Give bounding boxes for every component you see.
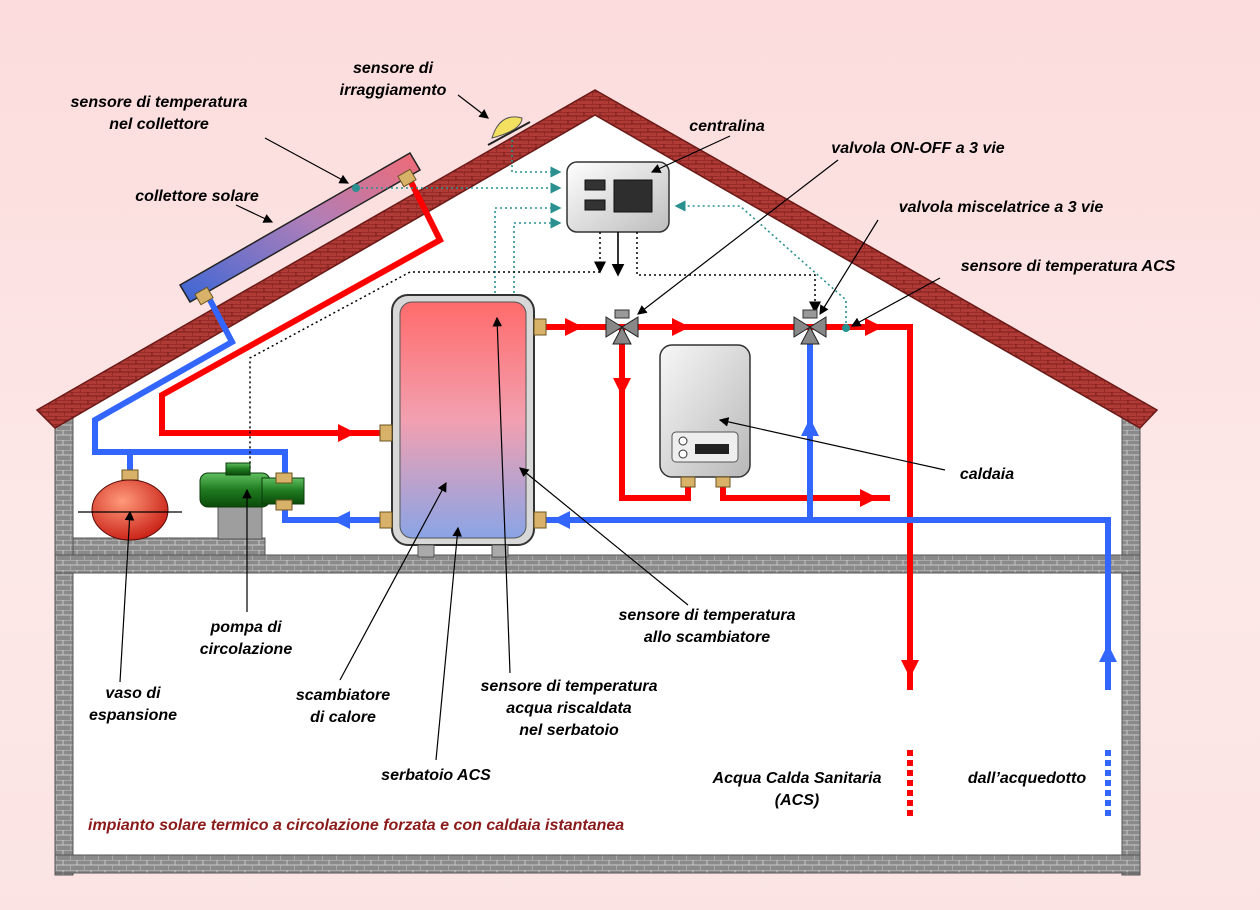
equipment-platform <box>72 537 266 556</box>
onoff-valve <box>605 309 639 345</box>
label-from-mains: dall’acquedotto <box>967 770 1087 787</box>
label-boiler: caldaia <box>959 466 1015 483</box>
label-irradiance-sensor: sensore di irraggiamento <box>339 60 447 99</box>
label-onoff-valve: valvola ON-OFF a 3 vie <box>831 140 1005 157</box>
label-hot-water-out: Acqua Calda Sanitaria (ACS) <box>712 770 882 809</box>
circulation-pump <box>199 462 305 540</box>
label-expansion-vessel: vaso di espansione <box>88 685 178 724</box>
floor-slab <box>54 554 1141 574</box>
house-interior <box>55 105 1140 865</box>
label-pump: pompa di circolazione <box>199 619 293 658</box>
mixing-valve <box>793 309 827 345</box>
roof <box>35 89 1159 429</box>
label-controller: centralina <box>689 118 765 135</box>
leader-lines <box>119 94 946 761</box>
label-heat-exchanger: scambiatore di calore <box>295 687 391 726</box>
control-lines <box>249 232 821 470</box>
ground-slab <box>54 854 1141 874</box>
label-exchanger-sensor: sensore di temperatura allo scambiatore <box>618 607 796 646</box>
dhw-tank <box>379 294 547 558</box>
right-wall <box>1121 414 1141 876</box>
label-collector-sensor: sensore di temperatura nel collettore <box>70 94 248 133</box>
expansion-vessel <box>78 469 182 541</box>
solar-collector <box>178 151 422 306</box>
controller <box>566 161 670 233</box>
boiler <box>659 344 751 488</box>
diagram-caption: impianto solare termico a circolazione f… <box>88 817 625 834</box>
label-dhw-sensor: sensore di temperatura ACS <box>960 258 1176 275</box>
irradiance-sensor <box>487 116 531 146</box>
label-tank-sensor: sensore di temperatura acqua riscaldata … <box>480 678 658 739</box>
flow-arrows <box>332 318 1117 678</box>
label-solar-collector: collettore solare <box>135 188 259 205</box>
left-wall <box>54 414 74 876</box>
cold-pipes <box>92 298 1111 690</box>
label-mixing-valve: valvola miscelatrice a 3 vie <box>898 199 1104 216</box>
label-tank: serbatoio ACS <box>381 767 491 784</box>
